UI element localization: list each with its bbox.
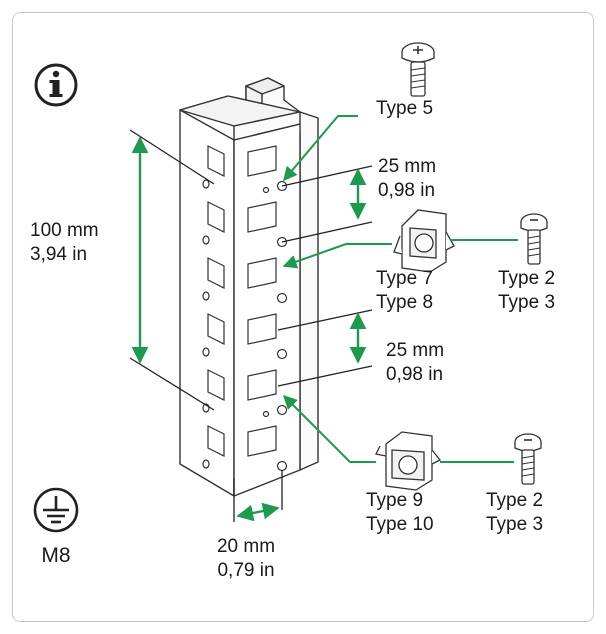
front-face-holes — [247, 145, 288, 472]
pitch-top-dimension — [281, 165, 373, 243]
type2-bottom-screw-icon — [514, 433, 542, 485]
type7-label: Type 7 — [376, 268, 433, 289]
width-in-label: 0,79 in — [217, 560, 274, 581]
pitch-mid-dimension — [277, 309, 373, 387]
left-face-holes — [202, 145, 225, 469]
type5-screw-icon — [401, 42, 435, 97]
type3-top-label: Type 3 — [498, 292, 555, 313]
type9-cage-nut-icon — [375, 431, 442, 491]
type9-label: Type 9 — [366, 490, 423, 511]
info-icon — [34, 63, 78, 107]
type2-top-screw-icon — [520, 213, 548, 265]
pitch-top-mm-label: 25 mm — [378, 156, 436, 177]
width-mm-label: 20 mm — [217, 536, 275, 557]
ground-icon — [33, 487, 79, 533]
type8-label: Type 8 — [376, 292, 433, 313]
height-dimension — [129, 129, 215, 411]
type10-label: Type 10 — [366, 514, 434, 535]
type3-bottom-label: Type 3 — [486, 514, 543, 535]
type2-top-label: Type 2 — [498, 268, 555, 289]
pitch-mid-mm-label: 25 mm — [386, 340, 444, 361]
ground-size-label: M8 — [41, 544, 70, 567]
type5-label: Type 5 — [376, 98, 433, 119]
type7-cage-nut-icon — [393, 209, 455, 273]
height-in-label: 3,94 in — [30, 244, 87, 265]
pitch-top-in-label: 0,98 in — [378, 180, 435, 201]
type2-bottom-label: Type 2 — [486, 490, 543, 511]
width-dimension — [233, 470, 283, 522]
height-mm-label: 100 mm — [30, 220, 99, 241]
pitch-mid-in-label: 0,98 in — [386, 364, 443, 385]
